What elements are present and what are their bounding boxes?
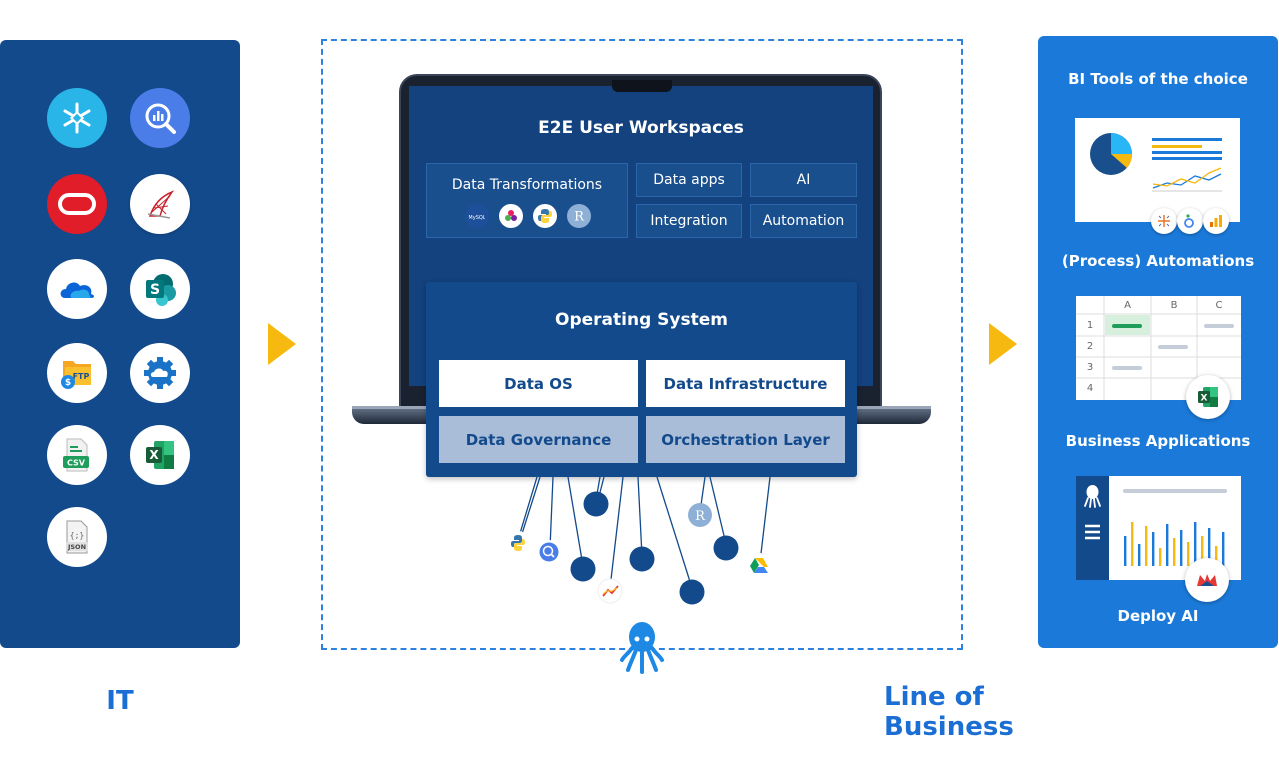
python-node-icon	[506, 531, 530, 555]
illustration-bar	[1138, 544, 1141, 566]
business-applications-heading: Business Applications	[1065, 432, 1251, 450]
illustration-bar	[1201, 536, 1204, 566]
line-of-business-label: Line of Business	[884, 682, 1014, 742]
column-header-c: C	[1215, 300, 1223, 311]
data-governance-cell: Data Governance	[439, 416, 638, 463]
onedrive-icon	[47, 259, 107, 319]
analytics-bars-icon	[1203, 208, 1229, 234]
excel-badge-icon: X	[1186, 375, 1230, 419]
illustration-bar	[1166, 524, 1169, 566]
mysql-icon: MySQL	[465, 204, 489, 228]
illustration-bar	[1173, 538, 1176, 566]
tableau-icon	[1151, 208, 1177, 234]
svg-text:FTP: FTP	[73, 372, 90, 381]
r-node-icon: R	[688, 503, 712, 527]
connector-node	[679, 579, 705, 605]
ai-box: AI	[750, 163, 857, 197]
data-transformations-label: Data Transformations	[451, 177, 603, 193]
svg-text:$: $	[65, 378, 71, 388]
octopus-logo-icon	[618, 620, 666, 680]
oracle-icon	[47, 174, 107, 234]
data-os-cell: Data OS	[439, 360, 638, 407]
excel-icon: X	[130, 425, 190, 485]
svg-text:CSV: CSV	[67, 459, 86, 468]
sftp-icon: FTP$	[47, 343, 107, 403]
illustration-bar	[1222, 532, 1225, 566]
illustration-bar	[1180, 530, 1183, 566]
connector-node	[713, 535, 739, 561]
illustration-bar	[1131, 522, 1134, 566]
data-apps-box: Data apps	[636, 163, 742, 197]
illustration-bar	[1124, 536, 1127, 566]
python-icon	[533, 204, 557, 228]
cloud-gear-icon	[130, 343, 190, 403]
trend-node-icon	[597, 578, 623, 604]
it-label: IT	[106, 686, 134, 716]
data-infrastructure-cell: Data Infrastructure	[646, 360, 845, 407]
line-of-business-panel: BI Tools of the choice (	[1038, 36, 1278, 648]
row-header-4: 4	[1086, 383, 1094, 394]
svg-text:MySQL: MySQL	[469, 215, 485, 221]
dots-icon	[499, 204, 523, 228]
illustration-bar	[1194, 522, 1197, 566]
arrow-right-icon	[268, 323, 296, 365]
connector-node	[583, 491, 609, 517]
bigquery-icon	[130, 88, 190, 148]
row-header-2: 2	[1086, 341, 1094, 352]
automations-heading: (Process) Automations	[1061, 252, 1255, 270]
workspaces-title: E2E User Workspaces	[538, 118, 744, 138]
r-icon: R	[567, 204, 591, 228]
google-drive-node-icon	[747, 553, 771, 577]
snowflake-icon	[47, 88, 107, 148]
os-title: Operating System	[555, 310, 728, 330]
bi-dashboard-card	[1075, 118, 1240, 222]
row-header-1: 1	[1086, 320, 1094, 331]
svg-text:JSON: JSON	[67, 543, 86, 551]
integration-box: Integration	[636, 204, 742, 238]
ai-app-card	[1076, 476, 1241, 580]
arrow-right-icon	[989, 323, 1017, 365]
it-sources-panel: S FTP$ CSV X {;} JSON	[0, 40, 240, 648]
camera-notch	[612, 80, 672, 92]
operating-system-panel: Operating System Data OS Data Infrastruc…	[426, 282, 857, 477]
illustration-bar	[1159, 548, 1162, 566]
looker-icon	[1177, 208, 1203, 234]
bigquery-node-icon	[537, 540, 561, 564]
svg-text:X: X	[1201, 394, 1208, 404]
orchestration-layer-cell: Orchestration Layer	[646, 416, 845, 463]
illustration-bar	[1208, 528, 1211, 566]
csv-file-icon: CSV	[47, 425, 107, 485]
sharepoint-icon: S	[130, 259, 190, 319]
illustration-bar	[1187, 542, 1190, 566]
column-header-a: A	[1124, 300, 1131, 311]
row-header-3: 3	[1086, 362, 1094, 373]
json-file-icon: {;} JSON	[47, 507, 107, 567]
automation-box: Automation	[750, 204, 857, 238]
sql-server-icon	[130, 174, 190, 234]
connector-node	[629, 546, 655, 572]
svg-text:S: S	[150, 282, 160, 298]
illustration-bar	[1215, 546, 1218, 566]
connector-node	[570, 556, 596, 582]
illustration-bar	[1145, 526, 1148, 566]
svg-text:R: R	[695, 509, 706, 524]
deploy-ai-heading: Deploy AI	[1117, 607, 1199, 625]
svg-text:X: X	[149, 448, 159, 462]
column-header-b: B	[1170, 300, 1178, 311]
illustration-bar	[1152, 532, 1155, 566]
data-transformations-box: Data Transformations MySQL R	[426, 163, 628, 238]
svg-text:{;}: {;}	[70, 531, 84, 540]
crown-app-icon	[1185, 558, 1229, 602]
svg-text:R: R	[574, 210, 585, 225]
bi-tools-heading: BI Tools of the choice	[1068, 70, 1248, 88]
